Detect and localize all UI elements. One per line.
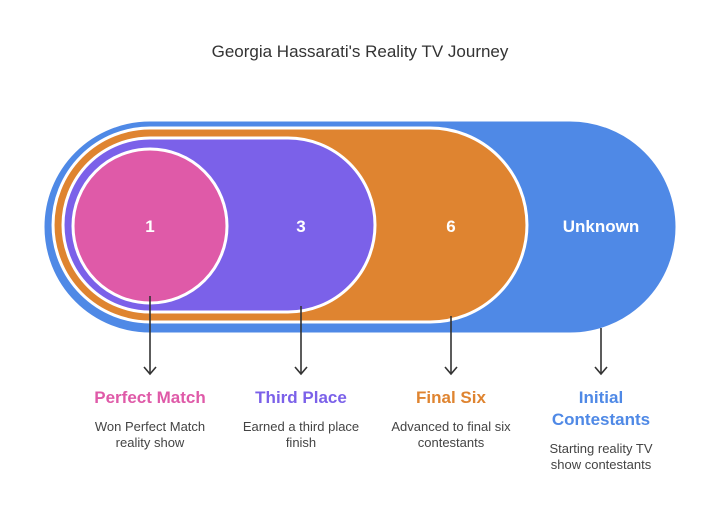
page-title: Georgia Hassarati's Reality TV Journey (211, 42, 509, 61)
stage-description: Advanced to final six contestants (391, 419, 511, 450)
stage-label: Final Six (416, 388, 486, 407)
stage-caption-perfect-match: Perfect Match Won Perfect Match reality … (65, 387, 235, 451)
stage-value-final-six: 6 (446, 217, 455, 236)
arrow-perfect-match (143, 296, 157, 376)
stage-description: Starting reality TV show contestants (549, 441, 653, 472)
stage-caption-initial-contestants: Initial Contestants Starting reality TV … (516, 387, 686, 473)
stage-label: Third Place (255, 388, 347, 407)
arrow-final-six (444, 316, 458, 376)
arrow-third-place (294, 306, 308, 376)
stage-value-perfect-match: 1 (145, 217, 154, 236)
stage-caption-third-place: Third Place Earned a third place finish (216, 387, 386, 451)
stage-label: Perfect Match (94, 388, 206, 407)
stage-label: Initial Contestants (551, 388, 651, 429)
stage-value-initial-contestants: Unknown (563, 217, 640, 236)
stage-value-third-place: 3 (296, 217, 305, 236)
stage-caption-final-six: Final Six Advanced to final six contesta… (366, 387, 536, 451)
stage-description: Earned a third place finish (242, 419, 360, 450)
stage-description: Won Perfect Match reality show (94, 419, 206, 450)
arrow-initial-contestants (594, 328, 608, 376)
